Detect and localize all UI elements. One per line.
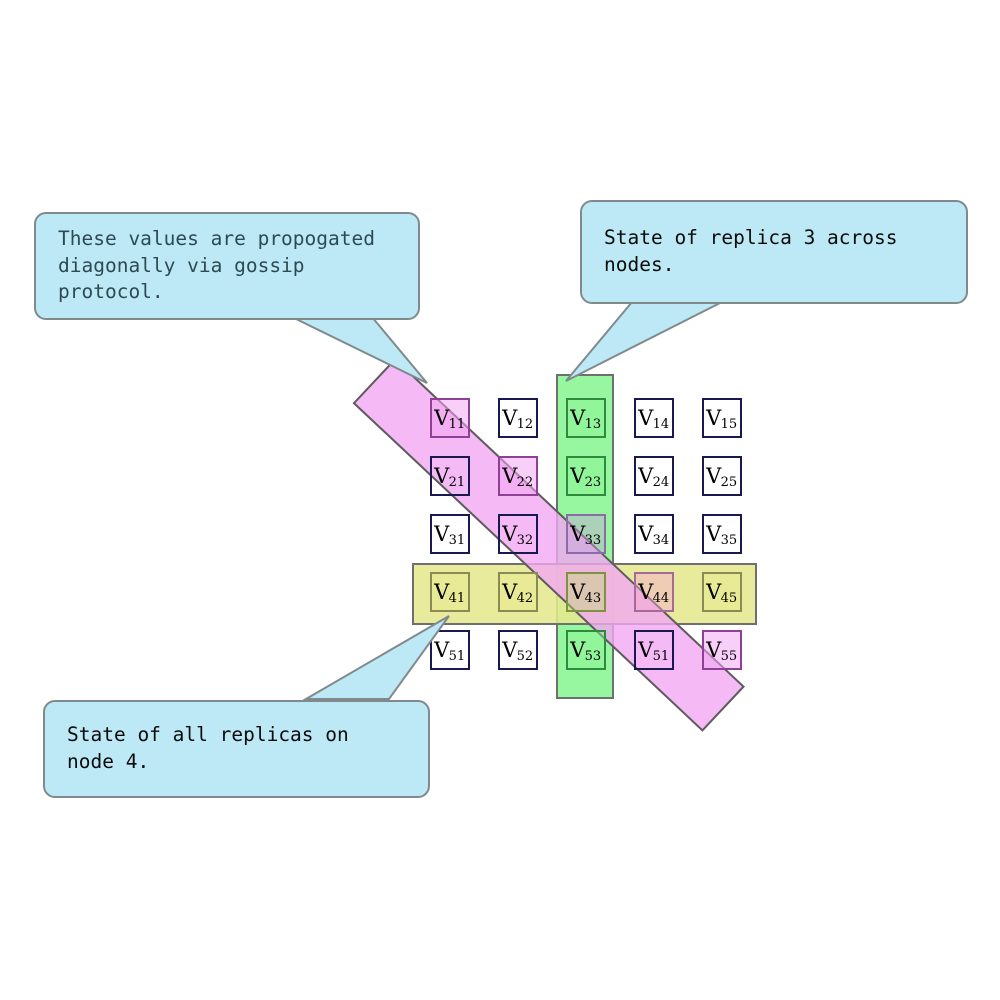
value-cell-v24: V24 (634, 456, 674, 496)
value-cell-label: V31 (434, 521, 466, 549)
callout-gossip-diagonal: These values are propogated diagonally v… (34, 212, 420, 320)
value-cell-v33: V33 (566, 514, 606, 554)
value-cell-v25: V25 (702, 456, 742, 496)
callout-node-4: State of all replicas on node 4. (43, 700, 430, 798)
callout-node-4-text: State of all replicas on node 4. (67, 723, 349, 773)
value-cell-label: V34 (638, 521, 670, 549)
value-cell-label: V53 (570, 637, 602, 665)
value-cell-v23: V23 (566, 456, 606, 496)
value-cell-v41: V41 (430, 572, 470, 612)
callout-gossip-diagonal-text: These values are propogated diagonally v… (58, 226, 375, 304)
value-cell-v51: V51 (634, 630, 674, 670)
value-cell-label: V11 (434, 405, 466, 433)
value-cell-v44: V44 (634, 572, 674, 612)
value-cell-v42: V42 (498, 572, 538, 612)
value-cell-label: V12 (502, 405, 534, 433)
value-cell-label: V15 (706, 405, 738, 433)
value-cell-label: V24 (638, 463, 670, 491)
value-cell-v32: V32 (498, 514, 538, 554)
value-cell-label: V52 (502, 637, 534, 665)
callout-replica-3: State of replica 3 across nodes. (580, 200, 968, 304)
value-cell-label: V55 (706, 637, 738, 665)
value-cell-v34: V34 (634, 514, 674, 554)
value-cell-label: V23 (570, 463, 602, 491)
value-cell-label: V51 (434, 637, 466, 665)
value-cell-v13: V13 (566, 398, 606, 438)
value-cell-v53: V53 (566, 630, 606, 670)
value-cell-v15: V15 (702, 398, 742, 438)
value-cell-label: V35 (706, 521, 738, 549)
value-cell-label: V43 (570, 579, 602, 607)
callout-replica-3-text: State of replica 3 across nodes. (604, 226, 898, 276)
value-cell-v31: V31 (430, 514, 470, 554)
value-cell-label: V14 (638, 405, 670, 433)
value-cell-v22: V22 (498, 456, 538, 496)
value-cell-label: V21 (434, 463, 466, 491)
value-cell-label: V25 (706, 463, 738, 491)
value-cell-v12: V12 (498, 398, 538, 438)
value-cell-v51: V51 (430, 630, 470, 670)
value-cell-label: V51 (638, 637, 670, 665)
value-cell-v55: V55 (702, 630, 742, 670)
value-cell-label: V33 (570, 521, 602, 549)
value-cell-v11: V11 (430, 398, 470, 438)
value-cell-label: V13 (570, 405, 602, 433)
value-cell-v35: V35 (702, 514, 742, 554)
value-cell-label: V32 (502, 521, 534, 549)
value-cell-v21: V21 (430, 456, 470, 496)
value-cell-label: V42 (502, 579, 534, 607)
value-cell-v14: V14 (634, 398, 674, 438)
value-cell-label: V44 (638, 579, 670, 607)
value-cell-v43: V43 (566, 572, 606, 612)
value-cell-label: V45 (706, 579, 738, 607)
value-cell-label: V22 (502, 463, 534, 491)
value-cell-v52: V52 (498, 630, 538, 670)
value-cell-v45: V45 (702, 572, 742, 612)
value-cell-label: V41 (434, 579, 466, 607)
